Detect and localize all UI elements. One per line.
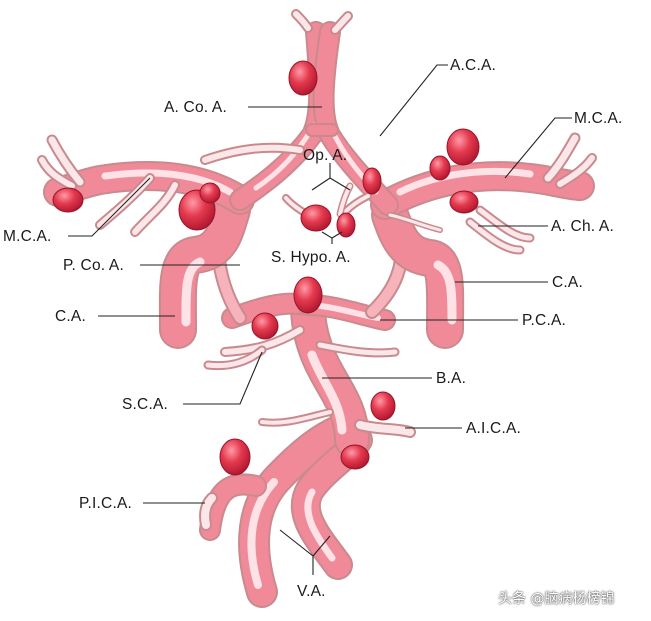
small-branches xyxy=(282,182,443,233)
label-ba: B.A. xyxy=(436,370,466,387)
leader-aca xyxy=(379,64,448,137)
label-acoa: A. Co. A. xyxy=(164,99,227,116)
carotid-artery-right xyxy=(371,196,465,349)
label-va: V.A. xyxy=(297,583,326,600)
label-aica: A.I.C.A. xyxy=(466,420,521,437)
leader-lines xyxy=(68,64,572,575)
label-sca: S.C.A. xyxy=(122,396,168,413)
leader-opa xyxy=(311,163,351,191)
sca-branches xyxy=(203,325,400,427)
aneurysm xyxy=(446,128,480,166)
aica-branch xyxy=(354,419,416,438)
pica-branch xyxy=(199,473,267,541)
label-pcoa: P. Co. A. xyxy=(63,257,124,274)
aneurysm xyxy=(52,187,84,213)
label-pca: P.C.A. xyxy=(522,312,566,329)
label-ca-right: C.A. xyxy=(552,274,583,291)
label-mca-right: M.C.A. xyxy=(574,110,623,127)
aneurysm-sacs xyxy=(52,60,480,476)
leader-shypoa xyxy=(321,231,343,244)
label-ca-left: C.A. xyxy=(55,308,86,325)
leader-mca-right xyxy=(504,117,572,179)
aneurysm xyxy=(219,438,251,476)
carotid-artery-left xyxy=(158,191,251,349)
leader-sca xyxy=(183,351,263,405)
label-acha: A. Ch. A. xyxy=(551,218,614,235)
mca-right xyxy=(370,132,597,255)
basilar-artery xyxy=(290,287,370,458)
leader-mca-left xyxy=(68,177,151,237)
label-opa: Op. A. xyxy=(303,147,347,164)
watermark: 头条 @脑病杨榜锦 xyxy=(498,591,615,607)
anterior-cerebral-arteries xyxy=(200,9,399,216)
aneurysm xyxy=(370,391,396,421)
label-mca-left: M.C.A. xyxy=(3,228,52,245)
labels: A.C.A. A. Co. A. M.C.A. Op. A. M.C.A. A.… xyxy=(3,57,623,600)
aneurysm xyxy=(362,167,382,195)
label-aca: A.C.A. xyxy=(450,57,496,74)
label-pica: P.I.C.A. xyxy=(79,495,132,512)
aneurysm xyxy=(336,212,356,238)
aneurysm xyxy=(293,276,323,314)
label-shypoa: S. Hypo. A. xyxy=(271,249,351,266)
leader-va xyxy=(279,529,331,575)
aneurysm xyxy=(288,60,318,96)
aneurysm xyxy=(429,155,451,181)
aneurysm xyxy=(199,182,221,204)
aneurysm xyxy=(251,312,279,340)
aneurysm xyxy=(300,204,332,232)
aneurysm xyxy=(449,190,479,214)
aneurysm xyxy=(340,444,370,470)
vertebral-artery-left xyxy=(238,414,356,608)
